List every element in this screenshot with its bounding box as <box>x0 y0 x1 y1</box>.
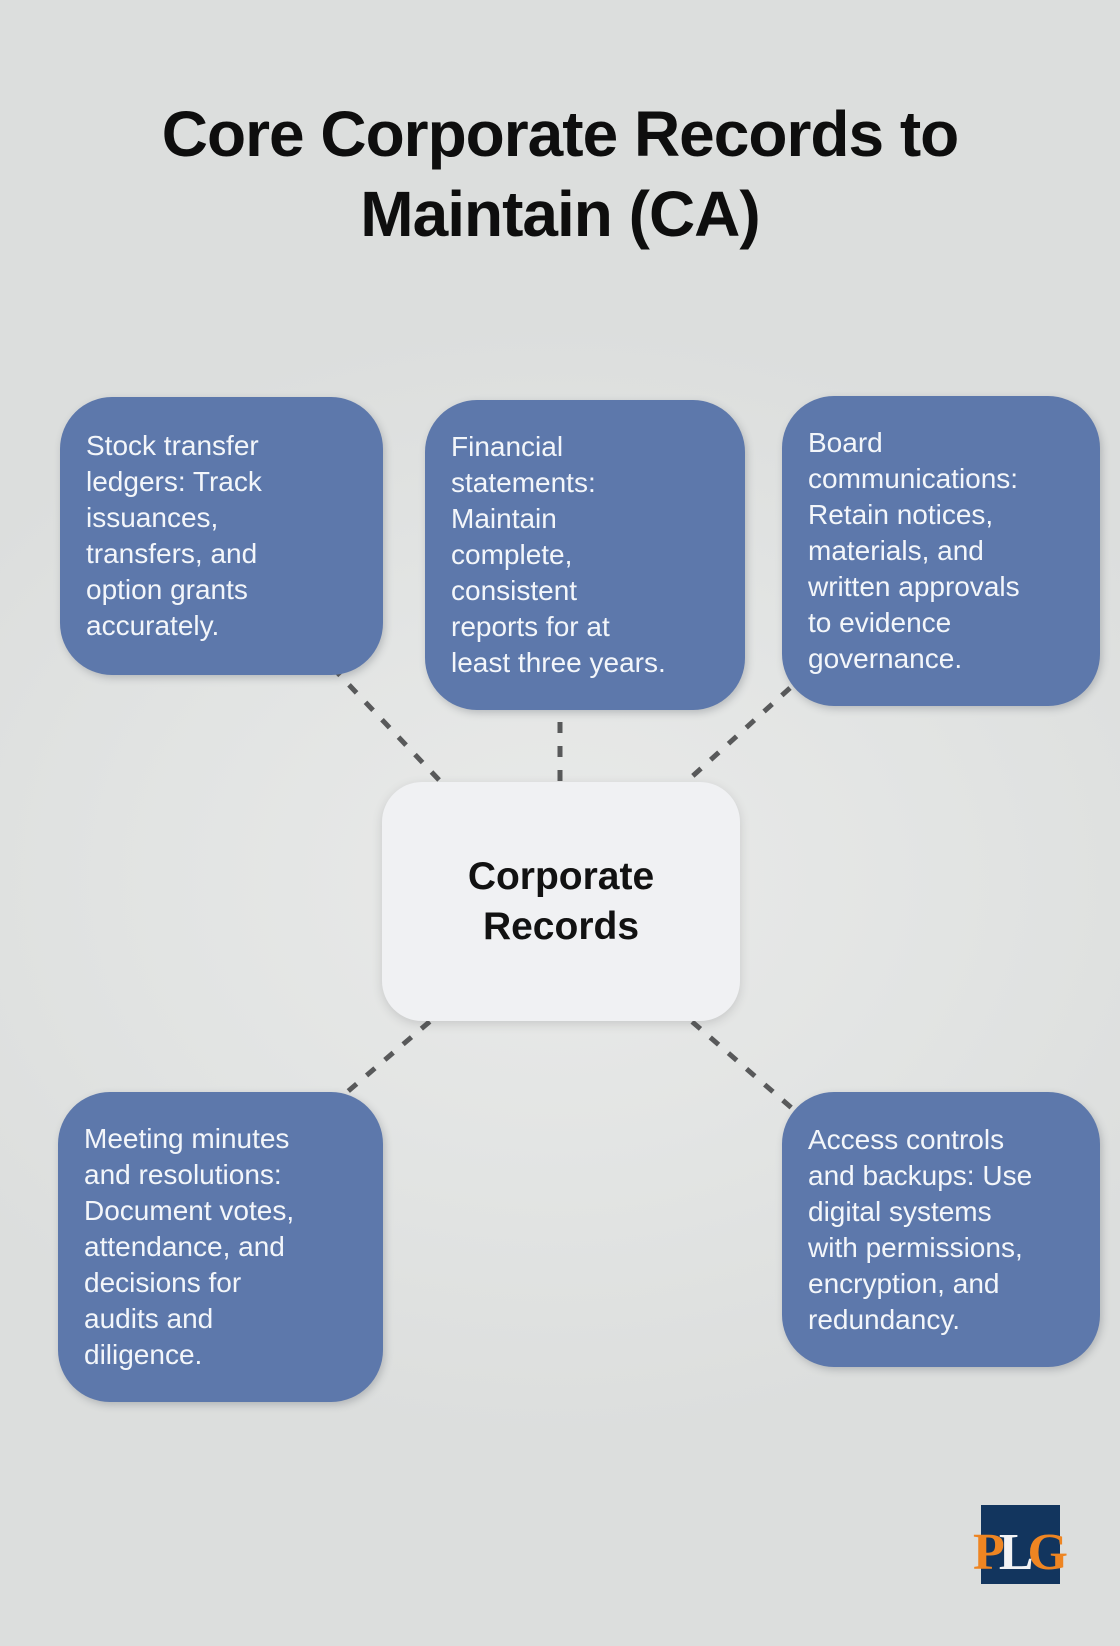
node-stock-transfer-ledgers-text: Stock transfer ledgers: Track issuances,… <box>86 430 262 641</box>
page-title: Core Corporate Records to Maintain (CA) <box>161 98 959 250</box>
center-node-label: Corporate Records <box>467 854 655 948</box>
node-board-communications: Board communications: Retain notices, ma… <box>782 396 1100 706</box>
node-access-controls-text: Access controls and backups: Use digital… <box>808 1123 1033 1335</box>
center-node-corporate-records: Corporate Records <box>382 782 740 1021</box>
node-financial-statements: Financial statements: Maintain complete,… <box>425 400 745 710</box>
connector-stock-to-center <box>314 648 460 802</box>
node-meeting-minutes-and-resolutions: Meeting minutes and resolutions: Documen… <box>58 1092 383 1402</box>
node-board-communications-text: Board communications: Retain notices, ma… <box>808 427 1020 674</box>
node-meeting-minutes-text: Meeting minutes and resolutions: Documen… <box>84 1123 295 1370</box>
connector-center-to-access <box>672 1004 796 1112</box>
node-access-controls-and-backups: Access controls and backups: Use digital… <box>782 1092 1100 1367</box>
node-stock-transfer-ledgers: Stock transfer ledgers: Track issuances,… <box>60 397 383 675</box>
node-financial-statements-text: Financial statements: Maintain complete,… <box>451 431 666 678</box>
plg-logo-letter-p: P <box>973 1524 1005 1581</box>
plg-logo-letter-l: L <box>998 1524 1034 1581</box>
plg-logo: P L G <box>973 1505 1068 1584</box>
connector-board-to-center <box>662 686 792 804</box>
plg-logo-letter-g: G <box>1027 1524 1068 1581</box>
connector-center-to-meeting <box>324 1004 450 1112</box>
